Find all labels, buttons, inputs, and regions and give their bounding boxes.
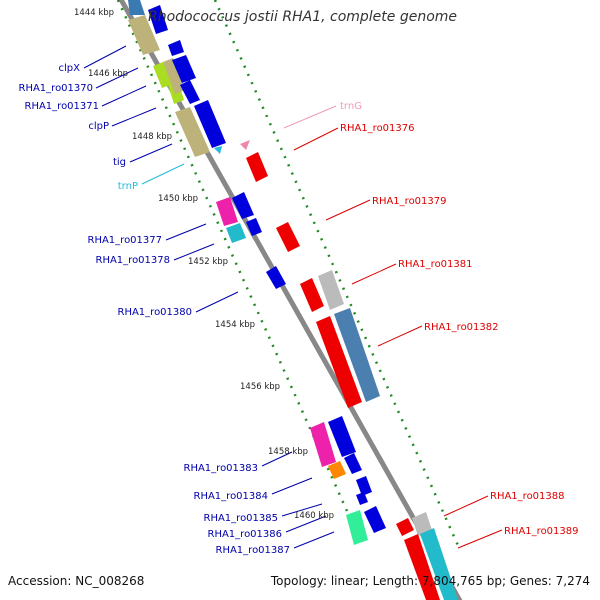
gene-label[interactable]: RHA1_ro01389 bbox=[504, 526, 579, 537]
gene-label[interactable]: clpP bbox=[88, 121, 109, 132]
genome-summary-text: Topology: linear; Length: 7,804,765 bp; … bbox=[270, 574, 590, 588]
gene-ro01370-blue[interactable] bbox=[172, 55, 196, 83]
genome-backbone bbox=[118, 0, 463, 600]
gene-label[interactable]: RHA1_ro01378 bbox=[96, 255, 171, 266]
gene-label[interactable]: RHA1_ro01387 bbox=[216, 545, 291, 556]
gene-clpX-bar[interactable] bbox=[128, 15, 160, 55]
gene-label[interactable]: RHA1_ro01383 bbox=[184, 463, 259, 474]
gene-ro01376[interactable] bbox=[246, 152, 268, 182]
gene-ro01384-blue[interactable] bbox=[344, 453, 362, 474]
gene-ro01380-blue[interactable] bbox=[266, 266, 286, 289]
gene-label[interactable]: trnG bbox=[340, 101, 362, 112]
kbp-tick: 1456 kbp bbox=[240, 382, 280, 392]
gene-ro01388-red[interactable] bbox=[396, 518, 414, 536]
reverse-connectors bbox=[83, 45, 335, 549]
forward-connectors bbox=[293, 127, 503, 549]
gene-ro01377-magenta[interactable] bbox=[216, 197, 238, 226]
gene-label[interactable]: RHA1_ro01380 bbox=[118, 307, 193, 318]
gene-label[interactable]: RHA1_ro01386 bbox=[208, 529, 283, 540]
reverse-labels: clpX RHA1_ro01370 RHA1_ro01371 clpP tig … bbox=[19, 63, 291, 556]
forward-tick-track bbox=[213, 0, 462, 551]
gene-label[interactable]: RHA1_ro01379 bbox=[372, 196, 447, 207]
gene-ro01382-red[interactable] bbox=[316, 316, 362, 408]
gene-label[interactable]: RHA1_ro01376 bbox=[340, 123, 415, 134]
gene-top-blue-2[interactable] bbox=[148, 5, 168, 34]
gene-ro01386-blue[interactable] bbox=[356, 492, 368, 505]
gene-clpP-khaki[interactable] bbox=[175, 107, 210, 157]
gene-ro01385-blue[interactable] bbox=[356, 476, 372, 496]
gene-ro01370-green[interactable] bbox=[153, 62, 172, 88]
gene-ro01388-gray[interactable] bbox=[412, 512, 432, 536]
genome-title: Rhodococcus jostii RHA1, complete genome bbox=[148, 9, 458, 25]
reverse-genes bbox=[128, 0, 386, 545]
gene-ro01379[interactable] bbox=[276, 222, 300, 252]
kbp-tick-labels: 1444 kbp 1446 kbp 1448 kbp 1450 kbp 1452… bbox=[74, 8, 334, 521]
gene-ro01378-blue[interactable] bbox=[246, 218, 262, 236]
kbp-tick: 1460 kbp bbox=[294, 511, 334, 521]
gene-ro01381-gray[interactable] bbox=[318, 270, 344, 310]
gene-ro01387-teal[interactable] bbox=[346, 510, 368, 545]
gene-label[interactable]: RHA1_ro01388 bbox=[490, 491, 565, 502]
trnP-connector bbox=[141, 163, 185, 185]
gene-ro01389-cyan[interactable] bbox=[420, 528, 458, 600]
gene-ro01371-blue[interactable] bbox=[180, 80, 200, 104]
gene-label[interactable]: RHA1_ro01382 bbox=[424, 322, 499, 333]
gene-top-blue-1[interactable] bbox=[128, 0, 145, 15]
gene-ro01383-blue[interactable] bbox=[328, 416, 356, 457]
gene-label[interactable]: RHA1_ro01385 bbox=[204, 513, 279, 524]
trnG-connector bbox=[283, 105, 337, 129]
kbp-tick: 1458 kbp bbox=[268, 447, 308, 457]
kbp-tick: 1444 kbp bbox=[74, 8, 114, 18]
forward-genes bbox=[240, 140, 458, 600]
gene-label[interactable]: RHA1_ro01371 bbox=[25, 101, 100, 112]
gene-ro01370-khaki[interactable] bbox=[163, 58, 185, 94]
gene-ro01381-red[interactable] bbox=[300, 278, 324, 312]
kbp-tick: 1450 kbp bbox=[158, 194, 198, 204]
gene-clpP-blue[interactable] bbox=[194, 100, 226, 148]
gene-trnP[interactable] bbox=[214, 146, 222, 154]
gene-ro01377-blue[interactable] bbox=[232, 192, 254, 219]
accession-text: Accession: NC_008268 bbox=[8, 574, 145, 588]
gene-ro01384-orange[interactable] bbox=[328, 461, 346, 479]
gene-label[interactable]: RHA1_ro01377 bbox=[88, 235, 163, 246]
gene-label[interactable]: RHA1_ro01384 bbox=[194, 491, 269, 502]
gene-trnG[interactable] bbox=[240, 140, 250, 150]
gene-ro01382-steel[interactable] bbox=[334, 308, 380, 402]
gene-label[interactable]: RHA1_ro01370 bbox=[19, 83, 94, 94]
gene-label[interactable]: RHA1_ro01381 bbox=[398, 259, 473, 270]
kbp-tick: 1452 kbp bbox=[188, 257, 228, 267]
gene-label[interactable]: tig bbox=[113, 157, 126, 168]
kbp-tick: 1448 kbp bbox=[132, 132, 172, 142]
gene-ro01378-cyan[interactable] bbox=[226, 223, 246, 243]
gene-label[interactable]: trnP bbox=[118, 181, 138, 192]
kbp-tick: 1454 kbp bbox=[215, 320, 255, 330]
gene-label[interactable]: clpX bbox=[59, 63, 81, 74]
gene-ro01383-magenta[interactable] bbox=[310, 422, 336, 467]
gene-ro01387-blue[interactable] bbox=[364, 506, 386, 533]
forward-labels: trnG RHA1_ro01376 RHA1_ro01379 RHA1_ro01… bbox=[340, 101, 579, 537]
gene-top-blue-3[interactable] bbox=[168, 40, 184, 56]
gene-ro01389-red[interactable] bbox=[404, 534, 440, 600]
kbp-tick: 1446 kbp bbox=[88, 69, 128, 79]
